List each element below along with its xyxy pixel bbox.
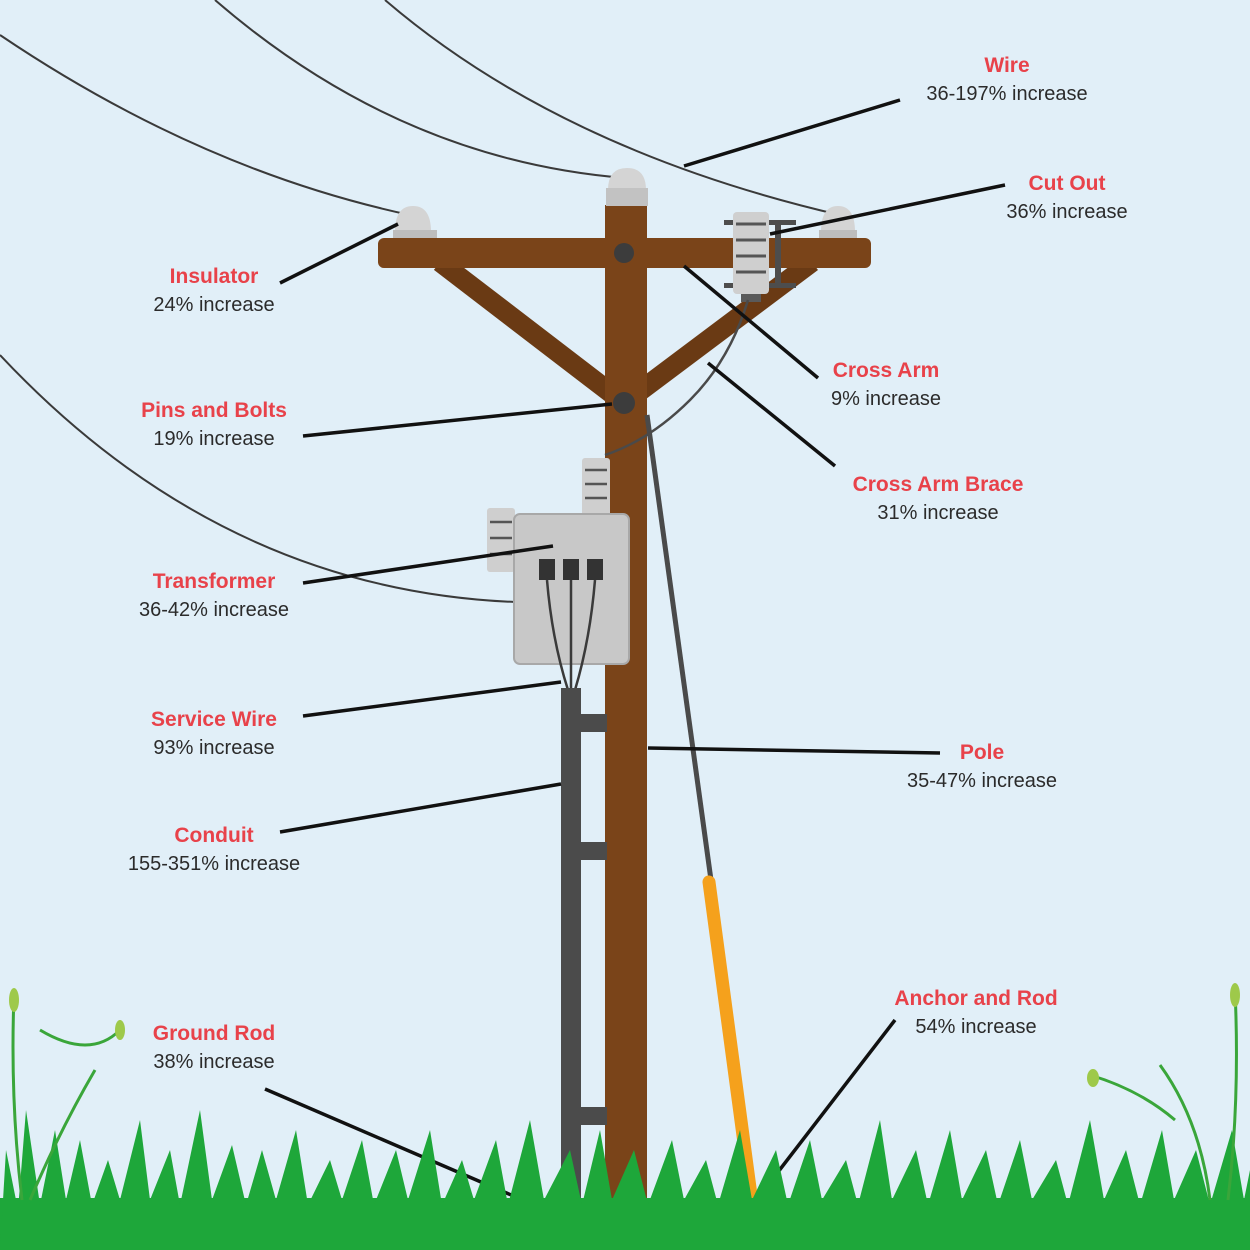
label-service-wire: Service Wire 93% increase	[151, 708, 277, 759]
grass-stalks	[11, 989, 1238, 1201]
transformer-terminals	[539, 559, 603, 580]
transformer-bushing-side	[487, 508, 515, 572]
service-wire	[545, 579, 597, 691]
conduit	[561, 688, 607, 1250]
transformer-bushing-top	[582, 458, 610, 516]
grass	[0, 1110, 1250, 1250]
bolt-brace	[613, 392, 635, 414]
label-pole: Pole 35-47% increase	[906, 741, 1058, 792]
bolt-top	[614, 243, 634, 263]
label-cross-arm: Cross Arm 9% increase	[830, 359, 942, 410]
overhead-wires	[0, 0, 841, 603]
guy-wire	[644, 414, 714, 881]
wire-left-upper	[0, 34, 411, 216]
label-conduit: Conduit 155-351% increase	[127, 824, 301, 875]
label-insulator: Insulator 24% increase	[153, 265, 275, 316]
pole-body	[605, 205, 647, 1250]
label-cross-arm-brace: Cross Arm Brace 31% increase	[852, 473, 1024, 524]
wire-center	[214, 0, 626, 179]
label-wire: Wire 36-197% increase	[926, 54, 1088, 105]
cut-out-lead	[604, 299, 750, 457]
label-pins-and-bolts: Pins and Bolts 19% increase	[141, 399, 287, 450]
wire-left-lower	[0, 354, 516, 603]
label-ground-rod: Ground Rod 38% increase	[152, 1022, 276, 1073]
insulator-left	[393, 206, 437, 238]
label-anchor-and-rod: Anchor and Rod 54% increase	[894, 987, 1058, 1038]
cut-out-device	[724, 212, 796, 302]
grass-seedheads	[9, 983, 1240, 1087]
insulator-top	[606, 168, 648, 206]
anchor-rod	[702, 875, 764, 1247]
label-cut-out: Cut Out 36% increase	[1006, 172, 1128, 223]
label-transformer: Transformer 36-42% increase	[138, 570, 290, 621]
wire-right	[384, 0, 841, 216]
